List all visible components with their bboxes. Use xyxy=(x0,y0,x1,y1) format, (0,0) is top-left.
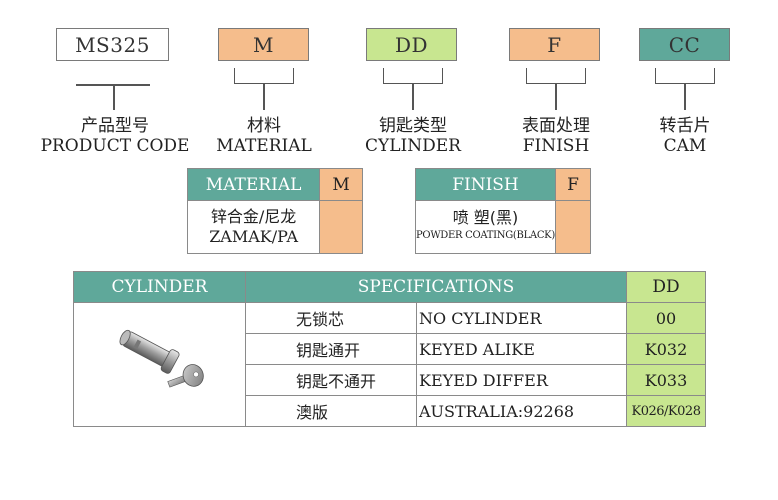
row-2-cn: 钥匙不通开 xyxy=(245,364,417,396)
cylinder-label-en: CYLINDER xyxy=(365,136,461,156)
finish-value-cn: 喷 塑(黑) xyxy=(452,208,519,227)
finish-value-en: POWDER COATING(BLACK) xyxy=(416,230,555,241)
spec-col-specifications: SPECIFICATIONS xyxy=(245,271,627,303)
spec-table: CYLINDER SPECIFICATIONS DD xyxy=(73,271,706,427)
finish-table-value: 喷 塑(黑) POWDER COATING(BLACK) xyxy=(415,200,556,254)
finish-table-code: F xyxy=(554,168,592,201)
cam-label-en: CAM xyxy=(663,136,707,156)
material-table: MATERIAL M 锌合金/尼龙 ZAMAK/PA xyxy=(186,168,363,254)
product-label-cn: 产品型号 xyxy=(81,116,149,136)
finish-code-text: F xyxy=(547,32,562,57)
finish-table-header: FINISH xyxy=(415,168,556,201)
cam-label: 转舌片 CAM xyxy=(625,116,745,156)
cam-stem xyxy=(684,84,686,110)
row-1-code: K032 xyxy=(626,333,706,365)
row-1-cn: 钥匙通开 xyxy=(245,333,417,365)
product-stem xyxy=(113,84,115,110)
row-2-en: KEYED DIFFER xyxy=(416,364,627,396)
row-3-en: AUSTRALIA:92268 xyxy=(416,395,627,427)
material-label-cn: 材料 xyxy=(247,116,281,136)
finish-label: 表面处理 FINISH xyxy=(496,116,616,156)
row-0-en: NO CYLINDER xyxy=(416,302,627,334)
table-row: 钥匙通开 KEYED ALIKE K032 xyxy=(74,333,706,365)
material-stem xyxy=(263,84,265,110)
row-3-cn: 澳版 xyxy=(245,395,417,427)
material-code-text: M xyxy=(253,32,274,57)
material-table-header: MATERIAL xyxy=(186,168,321,201)
cylinder-stem xyxy=(412,84,414,110)
cylinder-code-text: DD xyxy=(394,32,429,57)
product-code-box: MS325 xyxy=(56,28,169,61)
material-table-code-cell xyxy=(319,200,363,254)
table-row: 无锁芯 NO CYLINDER 00 xyxy=(73,302,706,427)
row-1-en: KEYED ALIKE xyxy=(416,333,627,365)
row-2-code: K033 xyxy=(626,364,706,396)
finish-label-cn: 表面处理 xyxy=(522,116,590,136)
finish-code-box: F xyxy=(509,28,600,61)
cam-bracket xyxy=(655,68,715,84)
finish-stem xyxy=(555,84,557,110)
finish-bracket xyxy=(526,68,586,84)
material-value-en: ZAMAK/PA xyxy=(209,227,298,246)
material-table-code: M xyxy=(319,168,363,201)
spec-col-code: DD xyxy=(626,271,706,303)
material-bracket xyxy=(234,68,294,84)
cam-code-text: CC xyxy=(668,32,701,57)
finish-table: FINISH F 喷 塑(黑) POWDER COATING(BLACK) xyxy=(415,168,592,254)
key-cylinder-icon xyxy=(119,329,204,388)
table-row: 澳版 AUSTRALIA:92268 K026/K028 xyxy=(74,395,706,427)
product-code-text: MS325 xyxy=(75,32,150,57)
cylinder-code-box: DD xyxy=(366,28,457,61)
material-value-cn: 锌合金/尼龙 xyxy=(210,207,297,226)
cylinder-image-cell xyxy=(73,302,246,427)
cam-code-box: CC xyxy=(639,28,730,61)
cam-label-cn: 转舌片 xyxy=(659,116,711,136)
finish-label-en: FINISH xyxy=(522,136,590,156)
cylinder-label-cn: 钥匙类型 xyxy=(379,116,447,136)
material-table-value: 锌合金/尼龙 ZAMAK/PA xyxy=(186,200,321,254)
product-label: 产品型号 PRODUCT CODE xyxy=(40,116,190,156)
cylinder-label: 钥匙类型 CYLINDER xyxy=(353,116,473,156)
spec-col-cylinder: CYLINDER xyxy=(73,271,246,303)
cylinder-bracket xyxy=(383,68,443,84)
material-label-en: MATERIAL xyxy=(216,136,312,156)
product-label-en: PRODUCT CODE xyxy=(40,136,190,156)
row-0-cn: 无锁芯 xyxy=(245,302,417,334)
row-3-code: K026/K028 xyxy=(626,395,706,427)
material-code-box: M xyxy=(218,28,309,61)
row-0-code: 00 xyxy=(626,302,706,334)
finish-table-code-cell xyxy=(554,200,592,254)
material-label: 材料 MATERIAL xyxy=(204,116,324,156)
